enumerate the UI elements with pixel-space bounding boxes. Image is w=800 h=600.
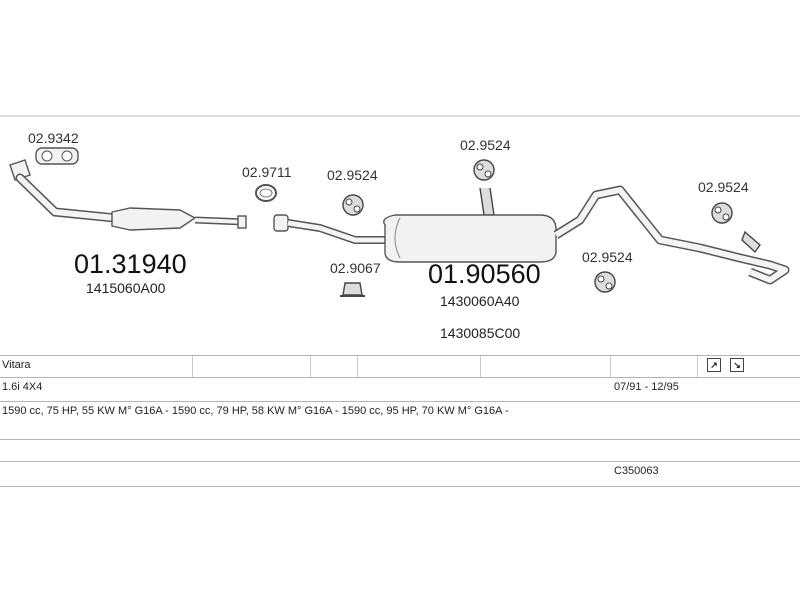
part-label-hanger-2: 02.9524 [460,137,511,153]
gasket-02-9342 [35,147,79,165]
part-label-hanger-1: 02.9524 [327,167,378,183]
rear-silencer-01-90560 [383,185,790,285]
catalog-code: C350063 [614,465,659,477]
part-label-gasket: 02.9342 [28,130,79,146]
oem-rear-silencer-2: 1430085C00 [440,325,520,341]
engine-specs: 1590 cc, 75 HP, 55 KW M° G16A - 1590 cc,… [2,405,509,417]
blank-row [0,439,800,462]
variant-name: 1.6i 4X4 [2,381,43,393]
model-row: Vitara ↗ ↘ [0,355,800,378]
part-label-hanger-3: 02.9524 [698,179,749,195]
model-name: Vitara [2,359,31,371]
rubber-hanger-3 [711,202,733,224]
part-label-mount: 02.9067 [330,260,381,276]
engine-row: 1590 cc, 75 HP, 55 KW M° G16A - 1590 cc,… [0,401,800,432]
part-code-rear-silencer: 01.90560 [428,259,541,289]
variant-row: 1.6i 4X4 07/91 - 12/95 [0,377,800,402]
rubber-hanger-1 [342,194,364,216]
part-label-hanger-4: 02.9524 [582,249,633,265]
oem-front-silencer: 1415060A00 [86,280,166,296]
front-silencer-01-31940 [9,159,247,231]
intermediate-pipe [273,214,410,244]
rubber-hanger-4 [594,271,616,293]
part-label-ring: 02.9711 [242,164,292,180]
rubber-hanger-2 [473,159,495,181]
ring-02-9711 [255,184,277,202]
period: 07/91 - 12/95 [614,381,679,393]
front-axle-icon: ↗ [707,358,721,372]
rear-axle-icon: ↘ [730,358,744,372]
mount-02-9067 [340,282,365,297]
part-code-front-silencer: 01.31940 [74,249,187,279]
oem-rear-silencer-1: 1430060A40 [440,293,520,309]
catalog-row: C350063 [0,461,800,487]
